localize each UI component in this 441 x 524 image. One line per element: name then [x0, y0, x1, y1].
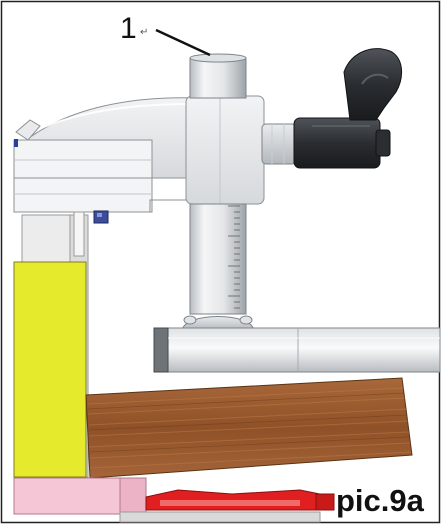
column-lower: [189, 203, 247, 315]
figure-label: pic.9a: [336, 483, 424, 518]
column-cap: [189, 53, 247, 63]
clamp-handle-lever: [343, 48, 402, 121]
wood-grain: [87, 387, 412, 469]
bottom-rail: [119, 511, 321, 523]
callout-leader-line: [155, 28, 211, 57]
handle-collar: [261, 123, 297, 165]
height-scale: [228, 205, 240, 309]
column-top: [189, 57, 247, 99]
foot-end-cap: [153, 327, 169, 373]
column-head-block: [185, 95, 265, 205]
callout-return-mark: ↵: [140, 27, 149, 38]
yellow-block: [13, 261, 87, 478]
arm-body: [13, 139, 153, 213]
pressure-foot: [153, 327, 441, 373]
callout-number: 1: [120, 12, 137, 45]
arm-pin: [73, 211, 85, 257]
